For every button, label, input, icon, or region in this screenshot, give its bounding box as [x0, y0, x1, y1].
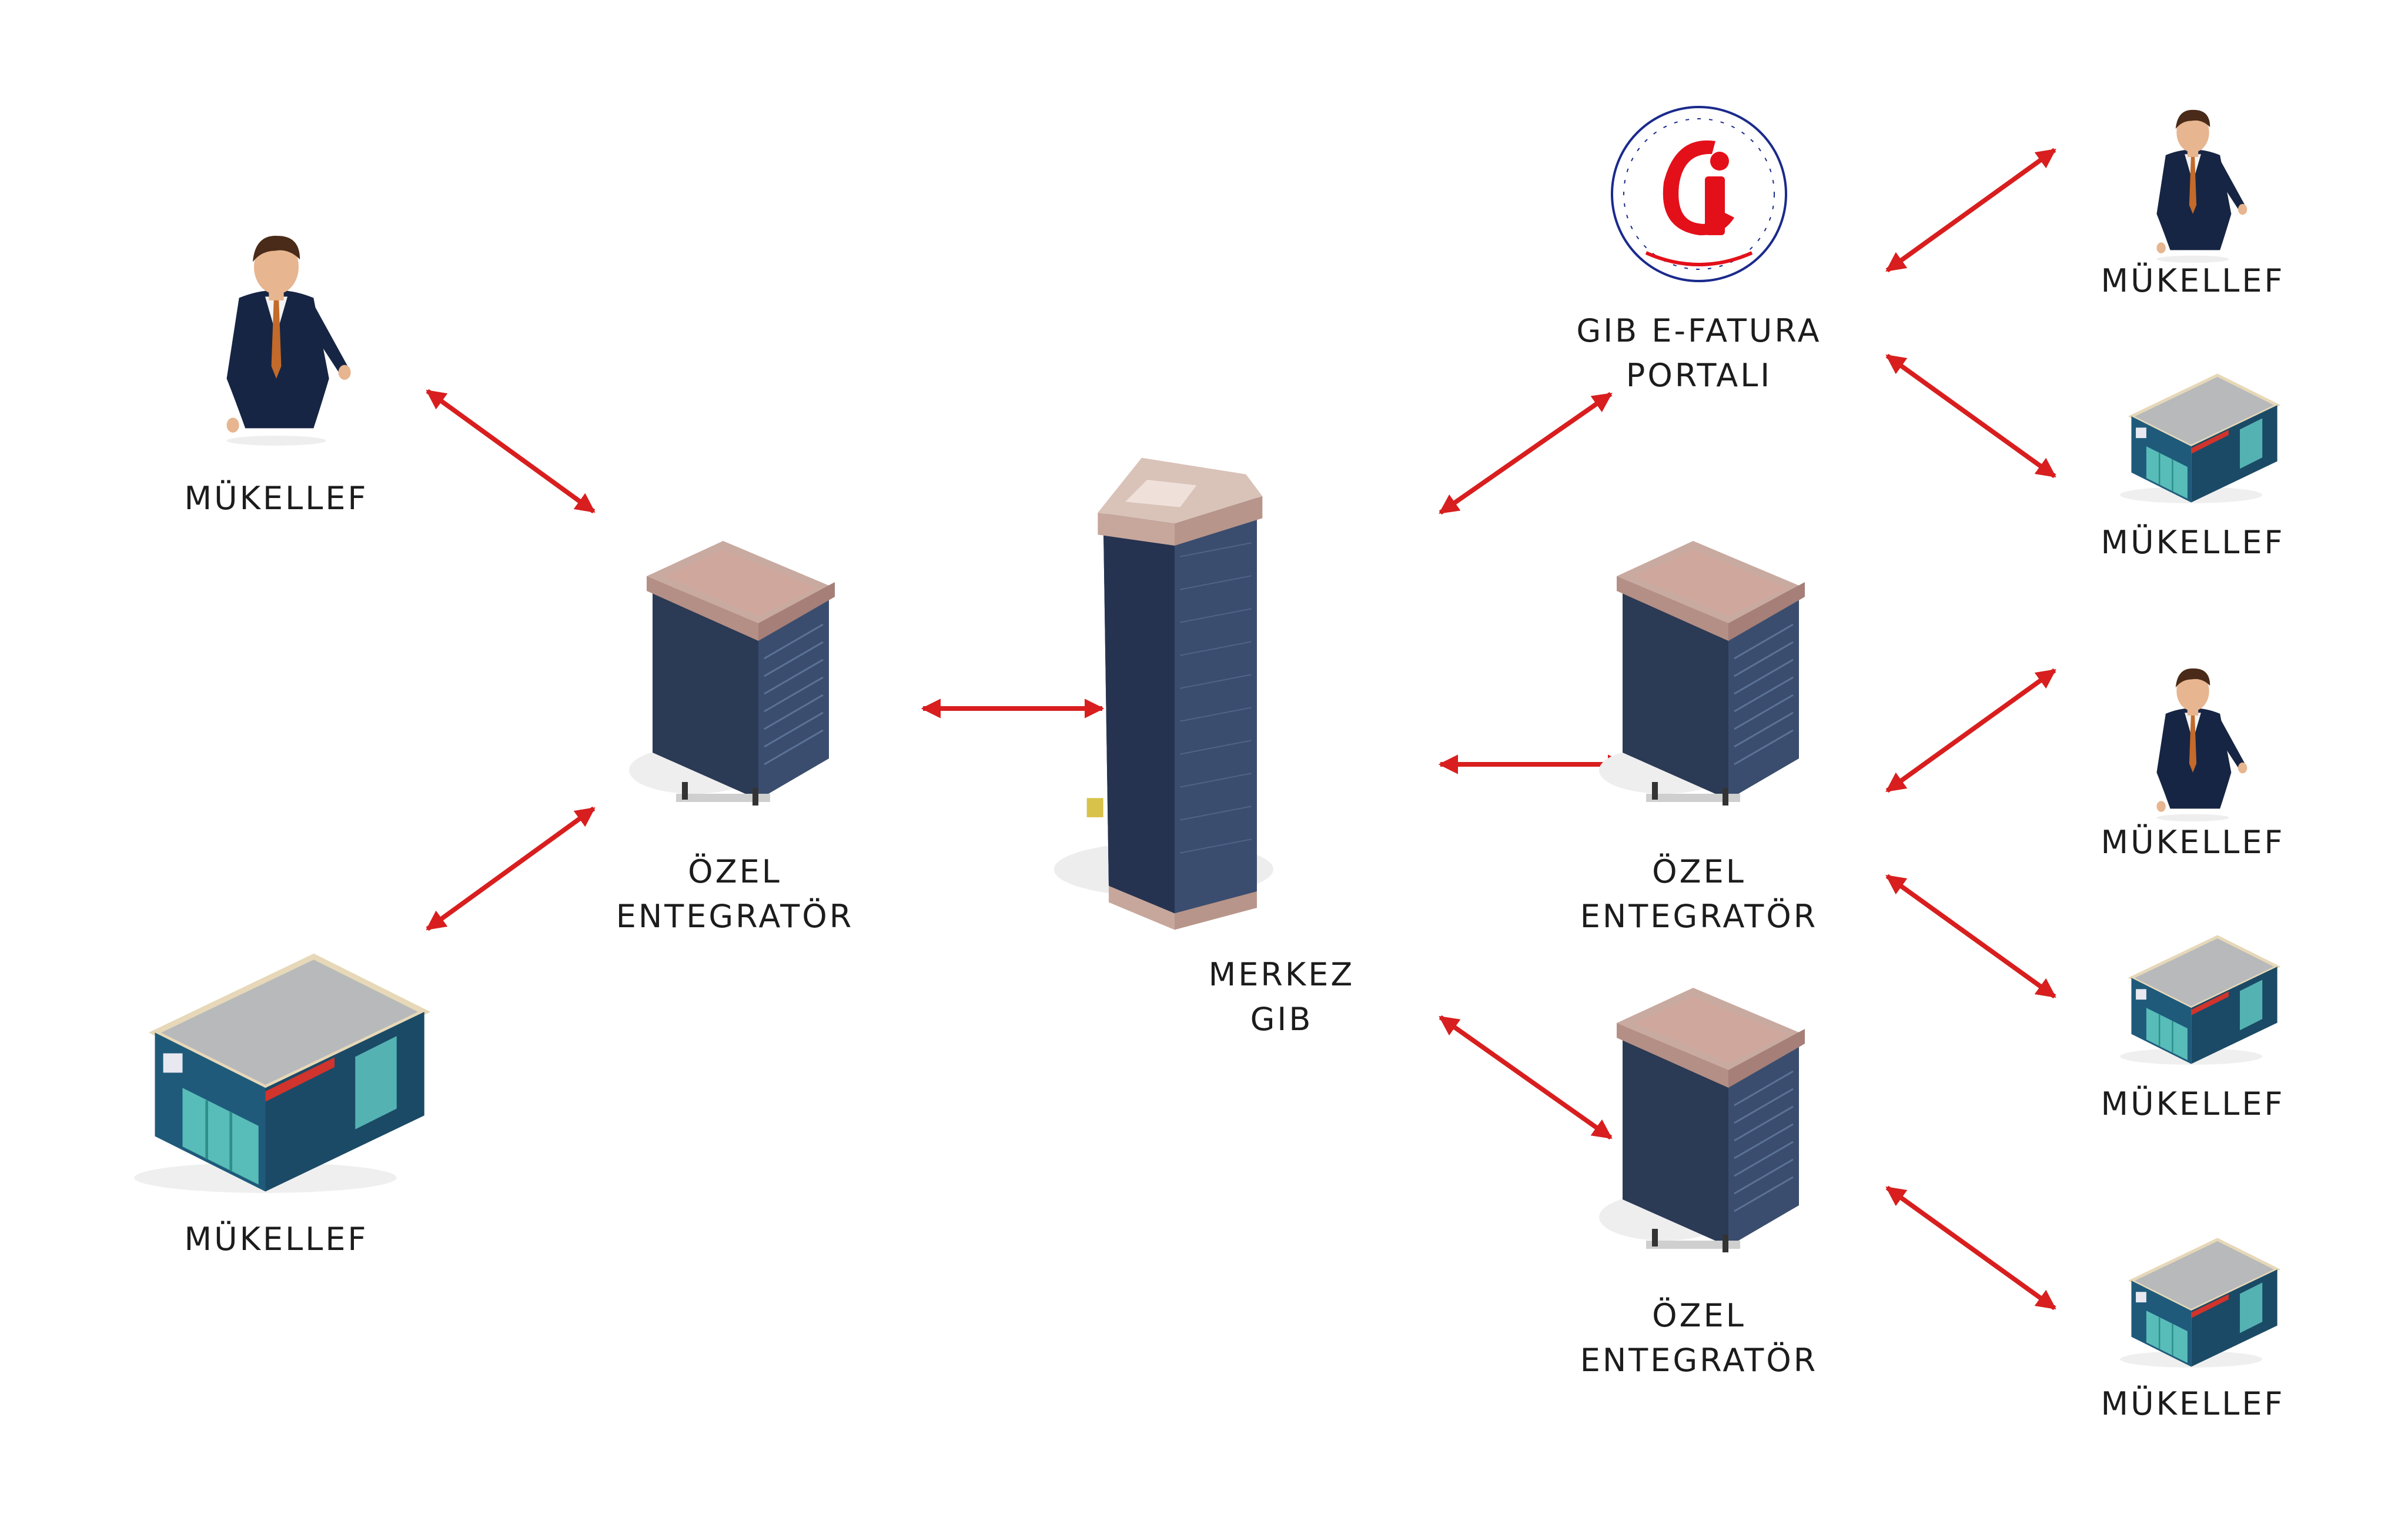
connection-arrows	[426, 148, 2056, 1311]
arrow-portal-shop	[1885, 353, 2056, 479]
portal-line1: GIB E-FATURA	[1576, 312, 1822, 349]
left-shop-label: MÜKELLEF	[184, 1221, 369, 1258]
left-integrator-line2: ENTEGRATÖR	[616, 898, 854, 935]
gib-portal-logo-icon	[1612, 107, 1786, 281]
person-icon	[2156, 668, 2248, 821]
arrow-center-portal	[1439, 392, 1613, 515]
arrow-center-integrator-2	[1439, 1015, 1613, 1140]
left-integrator-label: ÖZEL ENTEGRATÖR	[576, 850, 894, 939]
arrow-integrator1-person	[1885, 668, 2056, 793]
arrow-left-person-integrator	[426, 389, 596, 514]
integrator-building-icon	[1599, 988, 1805, 1252]
right-integrator-2-label: ÖZEL ENTEGRATÖR	[1540, 1294, 1858, 1383]
right-integrator-1-line1: ÖZEL	[1652, 853, 1746, 890]
shop-icon	[2120, 1239, 2277, 1368]
right-taxpayer-label: MÜKELLEF	[2101, 524, 2285, 561]
shop-icon	[134, 957, 424, 1193]
right-taxpayer-label: MÜKELLEF	[2101, 1385, 2285, 1422]
left-person-label: MÜKELLEF	[184, 480, 369, 517]
right-integrator-1-line2: ENTEGRATÖR	[1580, 898, 1818, 935]
center-label: MERKEZ GIB	[1152, 952, 1411, 1042]
person-icon	[226, 236, 351, 446]
arrow-portal-person	[1885, 148, 2056, 273]
arrow-integrator2-shop	[1885, 1185, 2056, 1311]
portal-line2: PORTALI	[1626, 357, 1772, 394]
gib-tower-icon	[1053, 457, 1275, 931]
right-integrator-1-label: ÖZEL ENTEGRATÖR	[1540, 850, 1858, 939]
right-integrator-2-line1: ÖZEL	[1652, 1297, 1746, 1334]
portal-label: GIB E-FATURA PORTALI	[1540, 309, 1858, 398]
shop-icon	[2120, 937, 2277, 1065]
integrator-building-icon	[629, 541, 835, 806]
arrow-left-shop-integrator	[426, 806, 596, 931]
left-integrator-line1: ÖZEL	[688, 853, 782, 890]
center-line2: GIB	[1250, 1001, 1313, 1038]
right-taxpayer-label: MÜKELLEF	[2101, 824, 2285, 861]
center-line1: MERKEZ	[1208, 956, 1355, 993]
integrator-building-icon	[1599, 541, 1805, 806]
right-taxpayer-label: MÜKELLEF	[2101, 1085, 2285, 1122]
right-taxpayer-label: MÜKELLEF	[2101, 262, 2285, 299]
right-integrator-2-line2: ENTEGRATÖR	[1580, 1342, 1818, 1379]
person-icon	[2156, 109, 2248, 263]
shop-icon	[2120, 375, 2277, 503]
arrow-integrator1-shop	[1885, 874, 2056, 999]
